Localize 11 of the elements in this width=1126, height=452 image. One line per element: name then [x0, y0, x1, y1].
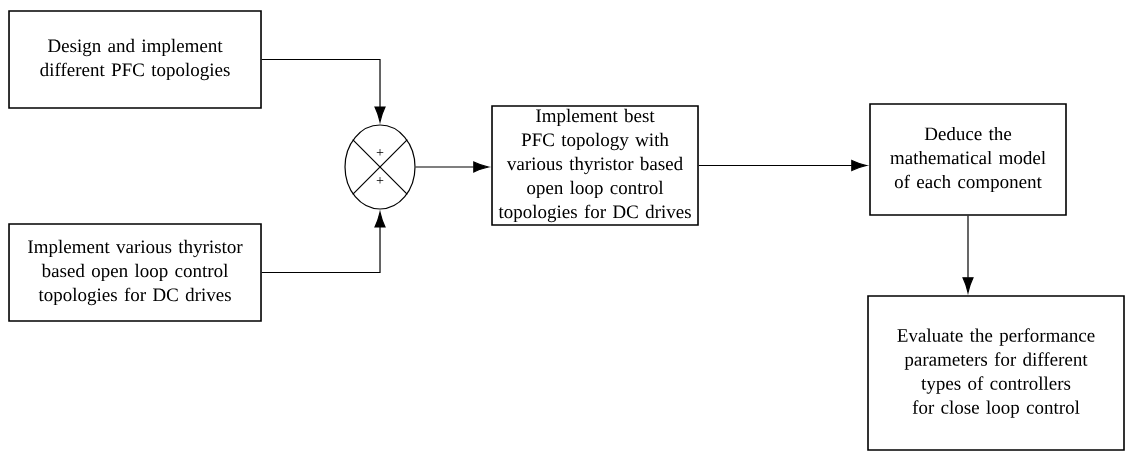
arrow: [698, 159, 868, 172]
process-box: Deduce the mathematical model of each component: [869, 103, 1067, 216]
process-box: Design and implement different PFC topologies: [8, 10, 262, 109]
arrow: [415, 161, 490, 173]
arrow: [962, 215, 974, 294]
summing-junction: + +: [344, 124, 416, 210]
arrow: [261, 211, 386, 274]
process-box: Evaluate the performance parameters for different types of controllers for close loop control: [867, 295, 1125, 451]
process-box: Implement best PFC topology with various thyristor based open loop control topologies for DC drives: [491, 105, 699, 226]
process-box: Implement various thyristor based open loop control topologies for DC drives: [8, 223, 262, 322]
arrow: [261, 58, 386, 123]
